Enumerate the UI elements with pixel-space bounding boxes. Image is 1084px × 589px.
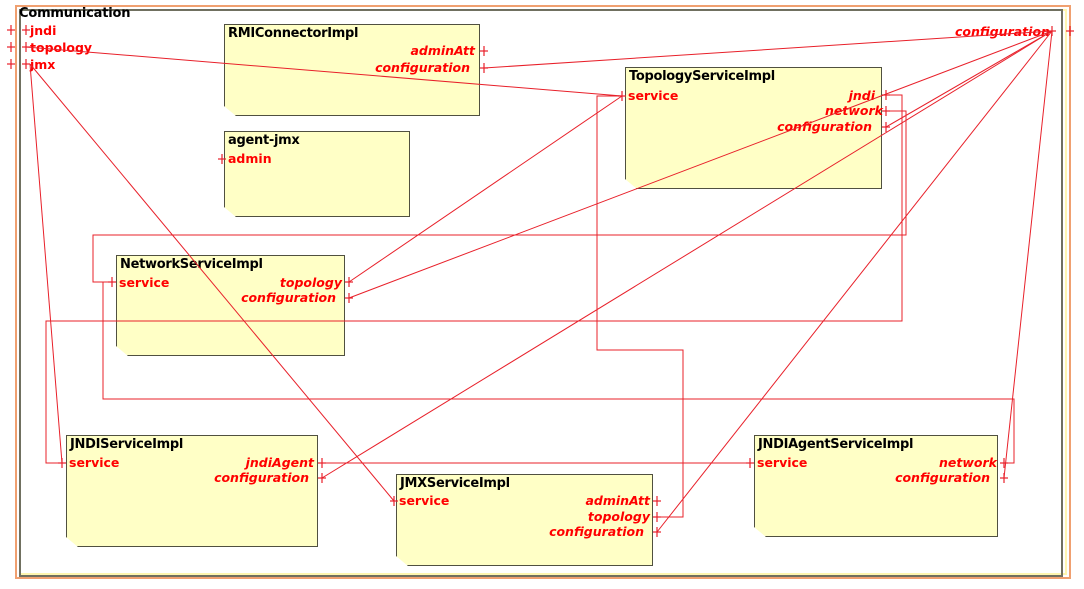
service-service[interactable]: service xyxy=(399,493,450,508)
wire-topology-jndi[interactable] xyxy=(45,94,903,464)
component-jmx-service-impl[interactable]: JMXServiceImpl xyxy=(396,474,653,566)
wire-rmi-configuration[interactable] xyxy=(483,30,1053,69)
wire-topology-configuration[interactable] xyxy=(885,30,1053,128)
wire-jmx-configuration[interactable] xyxy=(656,30,1053,533)
component-title: RMIConnectorImpl xyxy=(228,26,359,41)
wire-topology-network[interactable] xyxy=(92,110,907,283)
service-service[interactable]: service xyxy=(69,455,120,470)
service-service[interactable]: service xyxy=(119,275,170,290)
component-rmi-connector-impl[interactable]: RMIConnectorImpl xyxy=(224,24,480,116)
component-title: TopologyServiceImpl xyxy=(629,69,775,84)
wire-jmx-topology[interactable] xyxy=(596,95,684,518)
component-title: JMXServiceImpl xyxy=(400,476,510,491)
component-title: JNDIAgentServiceImpl xyxy=(758,437,914,452)
service-admin[interactable]: admin xyxy=(228,151,272,166)
reference-configuration[interactable]: configuration xyxy=(241,290,336,305)
composite-property-jmx[interactable]: jmx xyxy=(30,57,56,72)
wire-topology-property-topology[interactable] xyxy=(25,46,623,97)
wire-jndi-property[interactable] xyxy=(29,63,63,464)
reference-configuration[interactable]: configuration xyxy=(214,470,309,485)
reference-topology[interactable]: topology xyxy=(279,275,342,290)
reference-jndi[interactable]: jndi xyxy=(848,88,875,103)
wire-network-topology[interactable] xyxy=(348,95,623,283)
reference-configuration[interactable]: configuration xyxy=(777,119,872,134)
wire-jndiagent-configuration[interactable] xyxy=(1003,30,1053,479)
component-network-service-impl[interactable]: NetworkServiceImpl xyxy=(116,255,345,356)
composite-property-jndi[interactable]: jndi xyxy=(30,23,57,38)
composite-title: Communication xyxy=(19,6,131,21)
component-jndi-service-impl[interactable]: JNDIServiceImpl xyxy=(66,435,318,547)
component-title: NetworkServiceImpl xyxy=(120,257,263,272)
reference-adminatt[interactable]: adminAtt xyxy=(410,43,475,58)
reference-network[interactable]: network xyxy=(825,103,883,118)
wire-jndiagent-network[interactable] xyxy=(102,282,1015,464)
reference-configuration[interactable]: configuration xyxy=(375,60,470,75)
component-title: agent-jmx xyxy=(228,133,300,148)
wire-jndi-configuration[interactable] xyxy=(321,30,1053,479)
component-jndi-agent-service-impl[interactable]: JNDIAgentServiceImpl xyxy=(754,435,998,537)
reference-configuration[interactable]: configuration xyxy=(895,470,990,485)
wire-jmx-property[interactable] xyxy=(29,63,395,502)
component-title: JNDIServiceImpl xyxy=(70,437,184,452)
service-service[interactable]: service xyxy=(628,88,679,103)
composite-reference-configuration[interactable]: configuration xyxy=(955,24,1050,39)
wire-network-configuration[interactable] xyxy=(348,30,1053,299)
composite-communication[interactable] xyxy=(19,9,1063,577)
reference-configuration[interactable]: configuration xyxy=(549,524,644,539)
reference-adminatt[interactable]: adminAtt xyxy=(585,493,650,508)
reference-network[interactable]: network xyxy=(939,455,997,470)
component-topology-service-impl[interactable]: TopologyServiceImpl xyxy=(625,67,882,189)
reference-jndiagent[interactable]: jndiAgent xyxy=(245,455,314,470)
component-agent-jmx[interactable]: agent-jmx xyxy=(224,131,410,217)
reference-topology[interactable]: topology xyxy=(587,509,650,524)
service-service[interactable]: service xyxy=(757,455,808,470)
